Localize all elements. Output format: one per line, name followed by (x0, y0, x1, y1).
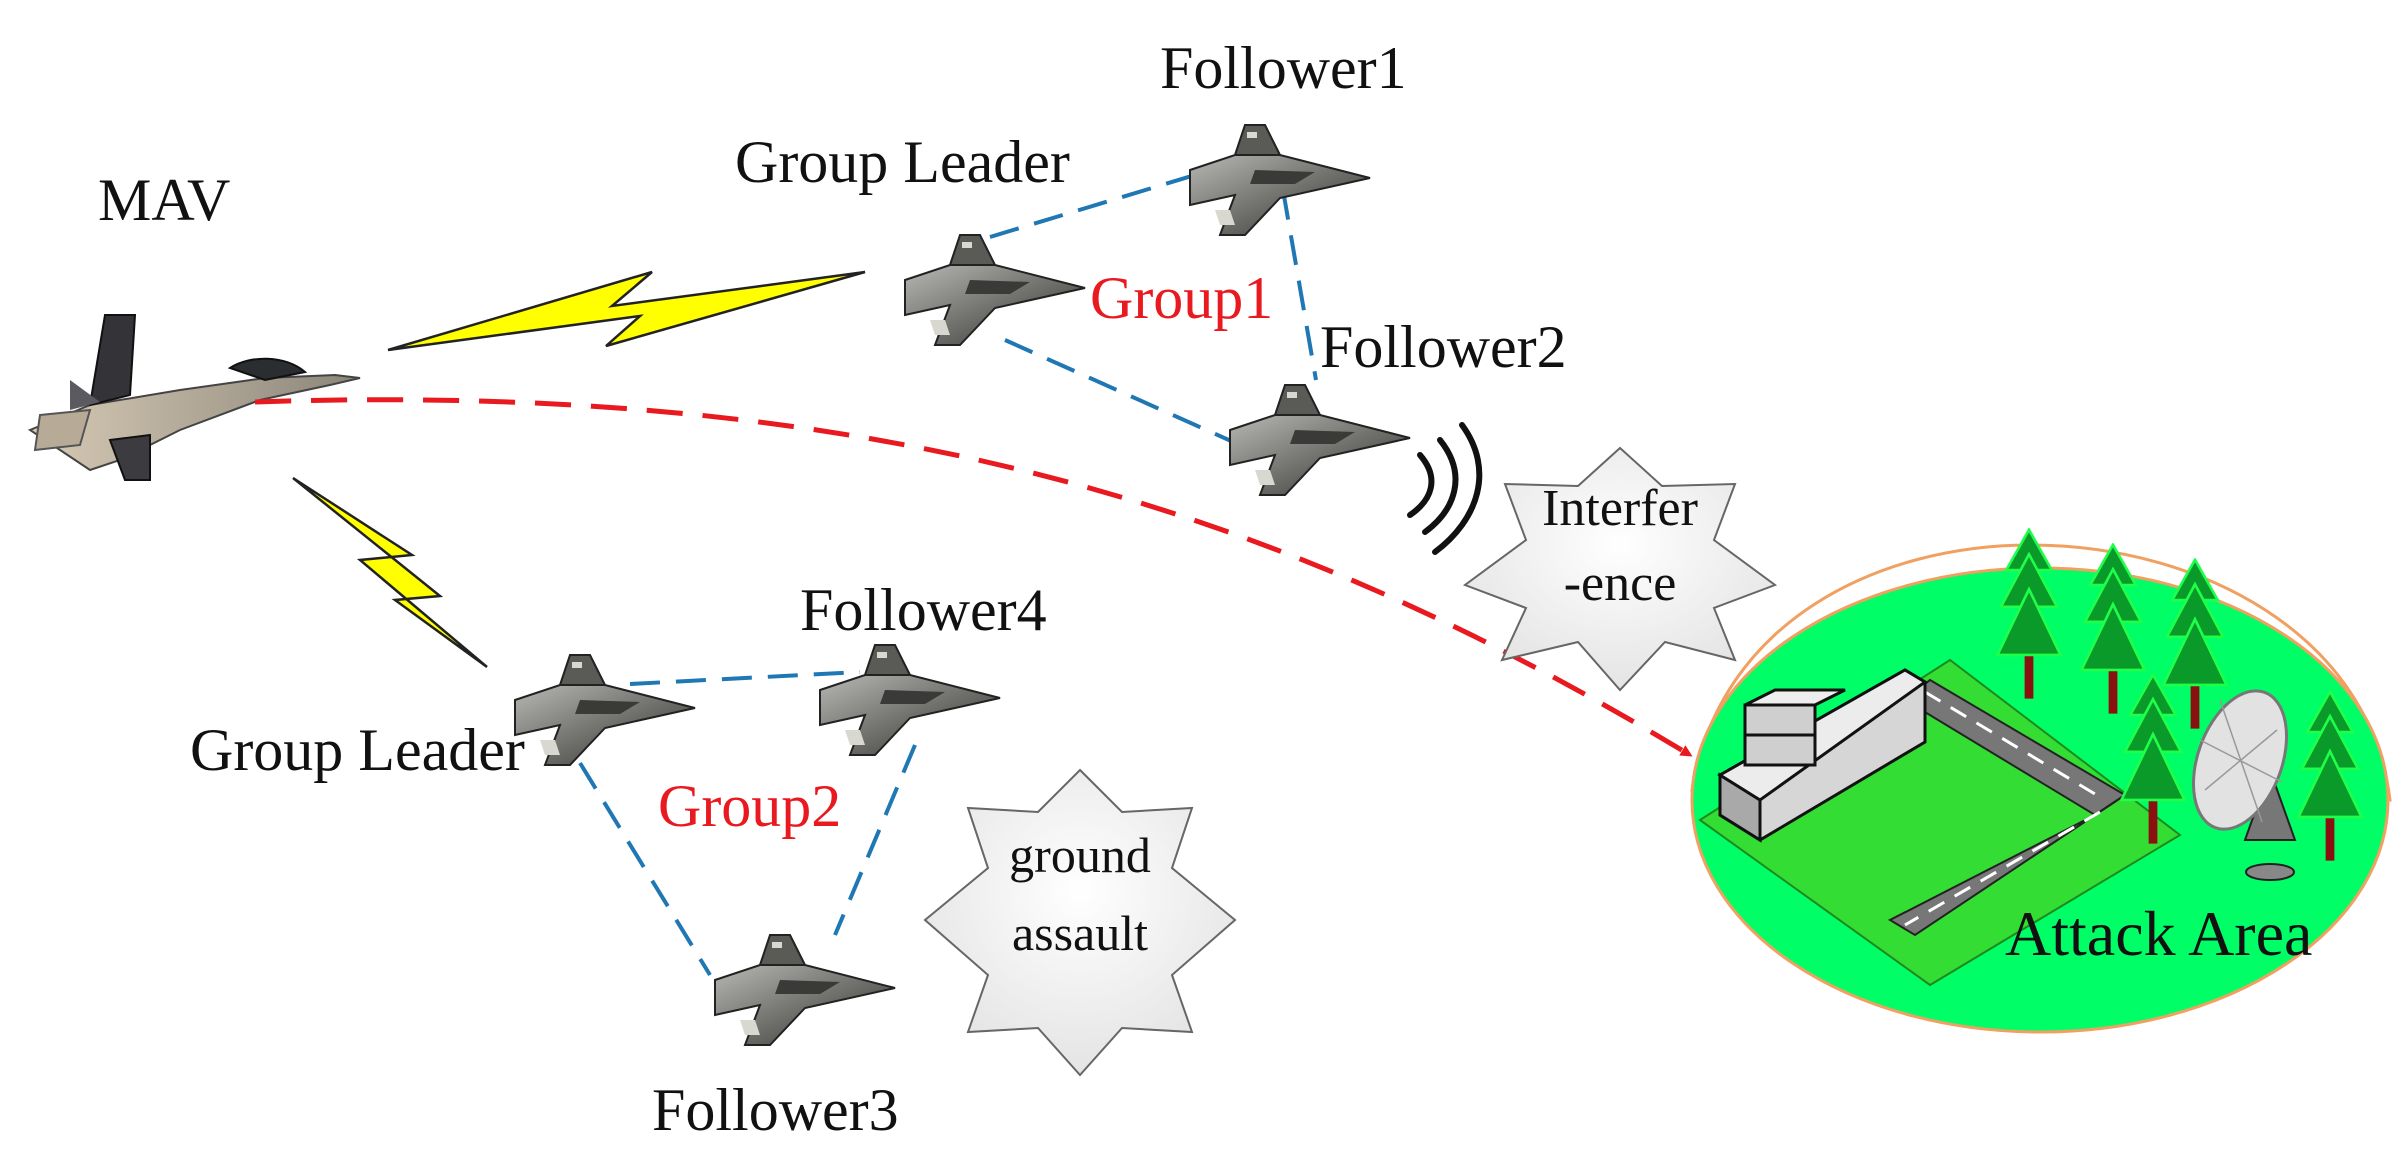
stealth-drone-icon (713, 933, 897, 1047)
mav-label: MAV (98, 167, 230, 233)
stealth-drone-icon (1188, 123, 1372, 237)
lightning-bolt-icon (292, 476, 488, 669)
ground-assault-label-line2: assault (1012, 905, 1148, 961)
attack-area-label: Attack Area (2005, 898, 2312, 969)
lightning-bolt-icon (387, 270, 866, 352)
group2-formation-links (578, 670, 917, 977)
interference-label-line2: -ence (1564, 555, 1677, 612)
attack-area (1690, 528, 2392, 1034)
ground-assault-label-line1: ground (1009, 827, 1151, 883)
group2-leader-label: Group Leader (190, 717, 525, 783)
radio-wave-icon (1407, 422, 1483, 555)
fighter-jet-icon (27, 314, 361, 481)
interference-starburst (1462, 446, 1778, 692)
ground-assault-starburst (923, 768, 1237, 1077)
group1-label: Group1 (1090, 265, 1273, 331)
group2-label: Group2 (658, 773, 841, 839)
follower3-label: Follower3 (652, 1077, 899, 1143)
control-tower-icon (1717, 668, 1928, 843)
radar-dish-icon (2191, 689, 2297, 881)
stealth-drone-icon (818, 643, 1002, 757)
stealth-drone-icon (903, 233, 1087, 347)
interference-label-line1: Interfer (1542, 480, 1698, 537)
stealth-drone-icon (1228, 383, 1412, 497)
follower1-label: Follower1 (1160, 35, 1407, 101)
follower2-label: Follower2 (1320, 314, 1567, 380)
stealth-drone-icon (513, 653, 697, 767)
group1-formation-links (989, 163, 1318, 447)
group1-leader-label: Group Leader (735, 129, 1070, 195)
follower4-label: Follower4 (800, 577, 1047, 643)
